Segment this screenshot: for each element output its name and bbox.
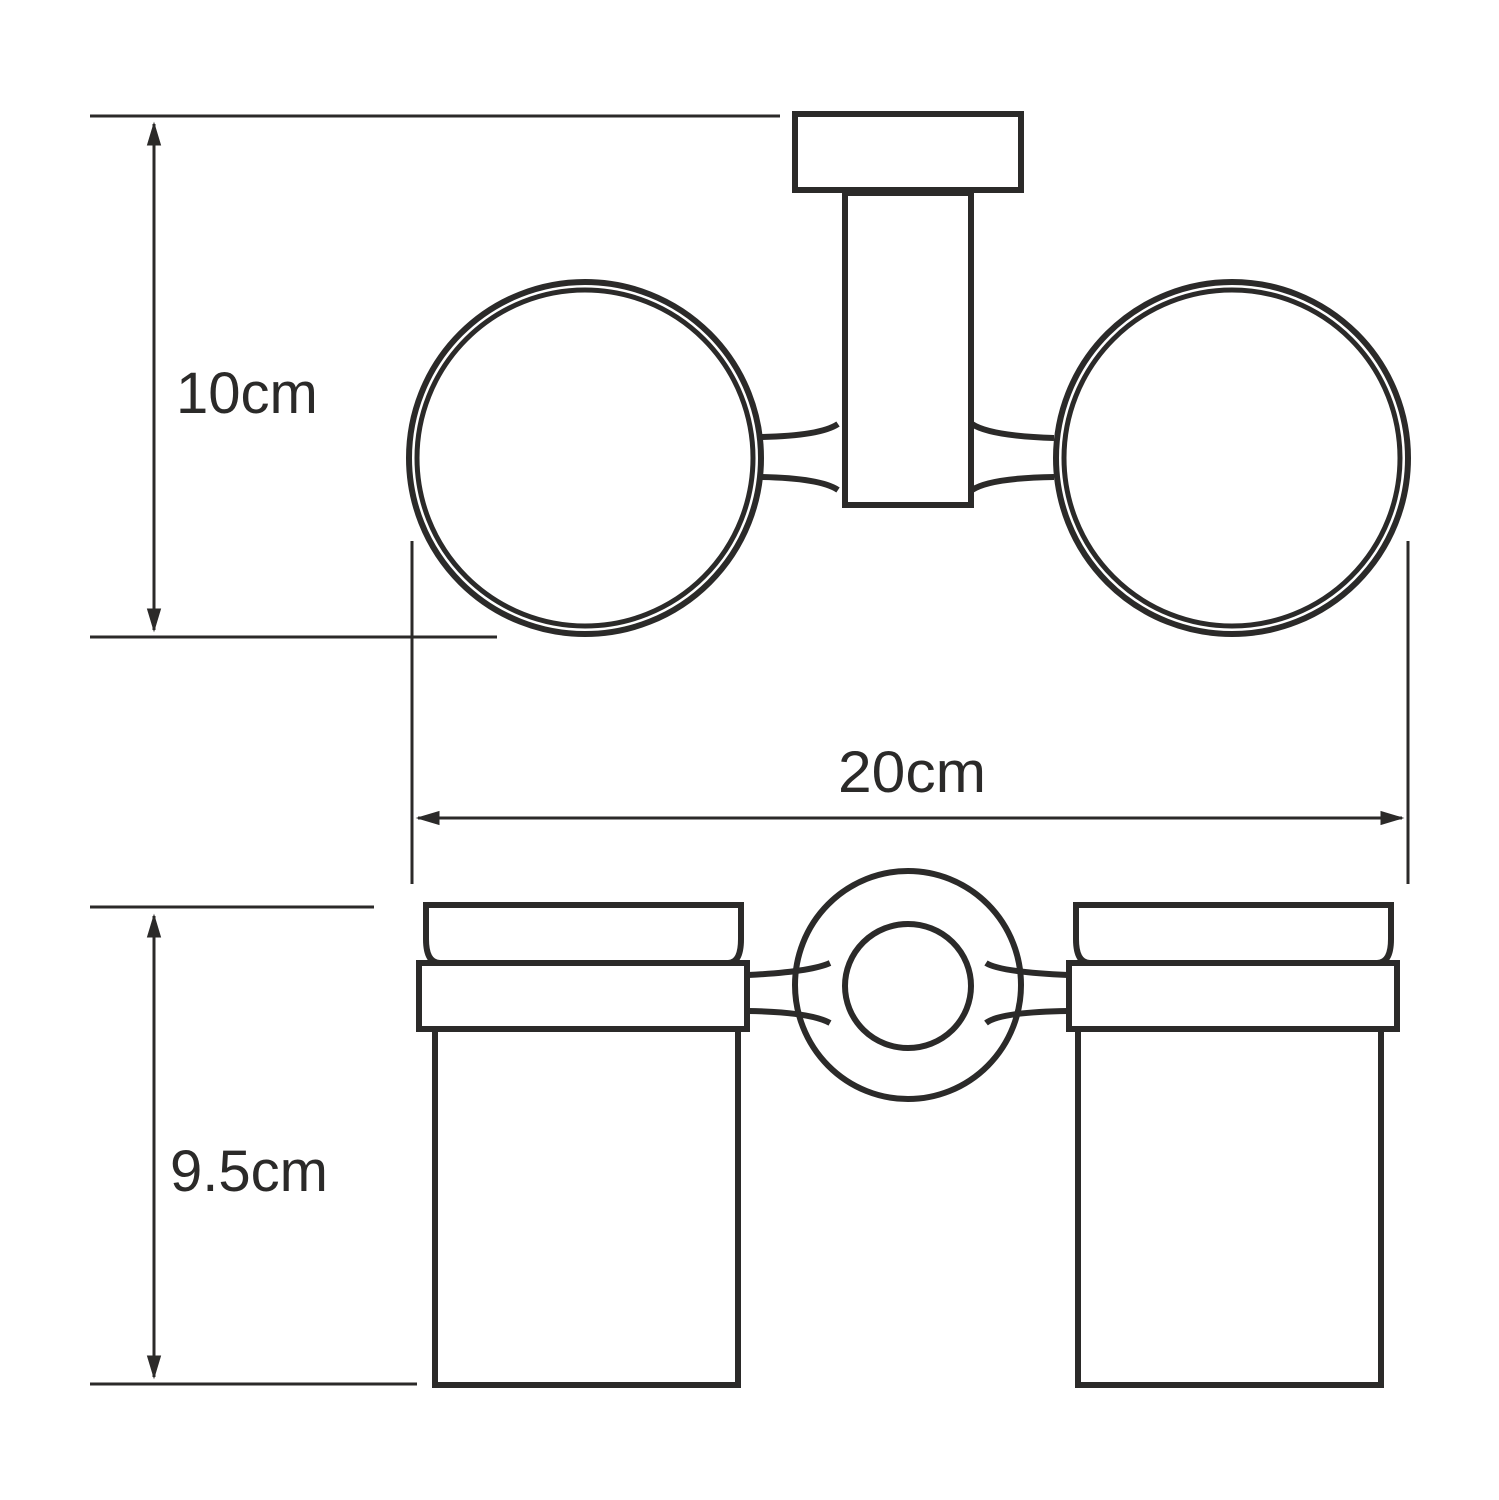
arm-right-front: [984, 960, 1069, 1026]
arm-right: [970, 421, 1055, 493]
arm-left-front: [747, 960, 832, 1026]
holder-right-band: [1066, 960, 1400, 1032]
ring-left-inner: [414, 287, 756, 629]
tumbler-right-body: [1075, 1026, 1384, 1388]
tumbler-left-body: [432, 1026, 741, 1388]
dimension-height: [90, 905, 417, 1386]
dimension-label-depth: 10cm: [176, 361, 318, 426]
ring-right-inner: [1061, 287, 1403, 629]
arm-left: [759, 421, 840, 493]
top-view: [406, 111, 1411, 637]
front-view: [416, 868, 1400, 1388]
ring-right-outer: [1053, 279, 1411, 637]
tumbler-right-rim: [1073, 902, 1394, 966]
arm-hub: [842, 921, 974, 1051]
wall-flange: [792, 111, 1024, 193]
support-arm: [842, 190, 974, 508]
dimension-label-height: 9.5cm: [170, 1139, 328, 1204]
holder-left-band: [416, 960, 750, 1032]
dimension-depth: [90, 114, 780, 639]
tumbler-left-rim: [423, 902, 744, 966]
dimension-label-width: 20cm: [838, 740, 986, 805]
ring-left-outer: [406, 279, 764, 637]
dimension-width: [410, 541, 1410, 884]
